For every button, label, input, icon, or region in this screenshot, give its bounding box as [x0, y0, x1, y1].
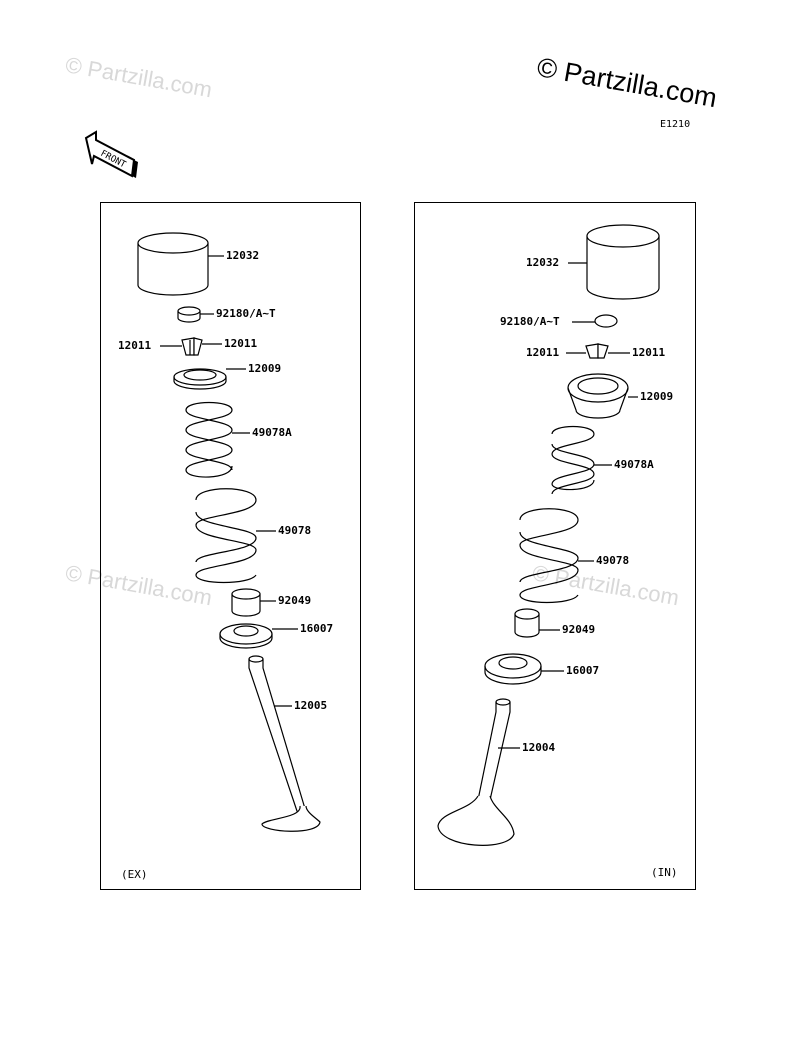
- diagram-code: E1210: [660, 119, 691, 130]
- part-label: 12032: [526, 256, 560, 269]
- part-label: 12011: [526, 346, 560, 359]
- ex-outer-spring: [195, 488, 257, 584]
- part-label: 12009: [248, 362, 282, 375]
- panel-exhaust: (EX): [100, 202, 361, 890]
- in-retainer: [567, 373, 629, 419]
- part-label: 49078A: [252, 426, 292, 439]
- ex-tappet: [137, 232, 209, 296]
- in-leaders: [498, 262, 638, 749]
- part-label: 16007: [566, 664, 600, 677]
- ex-shim: [177, 306, 201, 323]
- panel-intake-label: (IN): [651, 866, 678, 879]
- ex-valve: [248, 655, 321, 832]
- part-label: 16007: [300, 622, 334, 635]
- ex-seat: [219, 623, 273, 649]
- part-label: 12011: [224, 337, 258, 350]
- part-label: 12004: [522, 741, 556, 754]
- part-label: 12032: [226, 249, 260, 262]
- part-label: 92180/A~T: [216, 307, 276, 320]
- in-inner-spring: [551, 425, 595, 495]
- front-arrow-icon: FRONT: [84, 130, 138, 178]
- ex-seal: [231, 588, 261, 617]
- in-seat: [484, 653, 542, 685]
- part-label: 49078: [278, 524, 312, 537]
- part-label: 92049: [278, 594, 312, 607]
- ex-inner-spring: [185, 401, 233, 478]
- in-seal: [514, 608, 540, 638]
- part-label: 49078A: [614, 458, 654, 471]
- part-label: 49078: [596, 554, 630, 567]
- ex-leaders: [160, 255, 298, 707]
- in-tappet: [586, 224, 660, 300]
- part-label: 92180/A~T: [500, 315, 560, 328]
- part-label: 12011: [632, 346, 666, 359]
- panel-intake: (IN): [414, 202, 696, 890]
- panel-exhaust-label: (EX): [121, 868, 148, 881]
- part-label: 12011: [118, 339, 152, 352]
- part-label: 12005: [294, 699, 328, 712]
- in-outer-spring: [519, 508, 579, 604]
- part-label: 12009: [640, 390, 674, 403]
- in-shim: [594, 314, 618, 328]
- ex-cotters: [181, 337, 203, 356]
- part-label: 92049: [562, 623, 596, 636]
- ex-retainer: [173, 368, 227, 390]
- in-valve: [437, 698, 515, 846]
- in-cotters: [585, 343, 609, 359]
